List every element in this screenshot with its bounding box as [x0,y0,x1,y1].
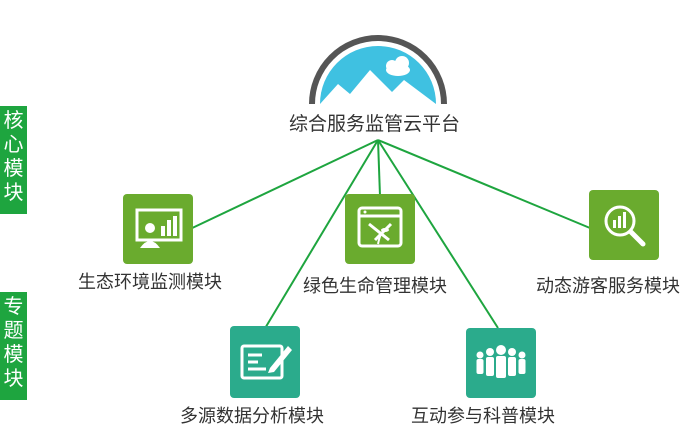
visitor-service-module-box[interactable] [589,190,659,260]
magnifier-chart-icon [604,205,646,247]
connector-green-life [377,139,381,197]
connector-visitor-service [377,139,591,229]
document-pen-icon [240,344,292,380]
presentation-board-icon [135,208,183,248]
eco-monitor-module-label: 生态环境监测模块 [78,272,222,293]
eco-monitor-module-box[interactable] [123,194,193,264]
platform-label: 综合服务监管云平台 [289,113,461,135]
interaction-module-label: 互动参与科普模块 [411,406,555,427]
cloud-platform-icon [309,35,447,105]
data-analysis-module-label: 多源数据分析模块 [180,406,324,427]
visitor-service-module-label: 动态游客服务模块 [536,276,680,297]
interaction-module-box[interactable] [466,328,536,398]
core-modules-tag: 核心模块 [0,106,27,214]
connector-lines [187,139,591,331]
people-group-icon [476,345,526,378]
plant-tools-icon [357,206,403,248]
connector-data-analysis [263,139,379,331]
green-life-module-box[interactable] [345,194,415,264]
connector-eco-monitor [187,139,379,231]
connector-interaction [377,139,499,329]
data-analysis-module-box[interactable] [230,326,300,398]
topic-modules-tag: 专题模块 [0,292,27,400]
green-life-module-label: 绿色生命管理模块 [303,276,447,297]
